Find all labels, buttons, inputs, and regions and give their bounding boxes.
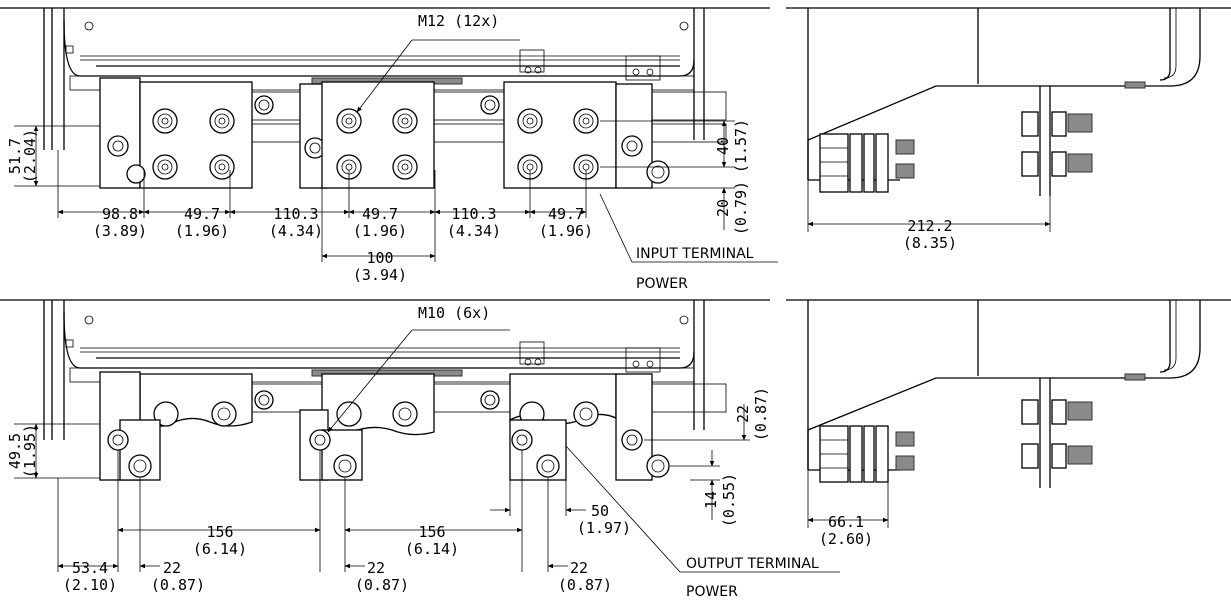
input-terminal-side-view: 212.2 (8.35) [786, 7, 1231, 252]
dim-20: 20 [714, 199, 732, 217]
dim-49-7-a-in: (1.96) [175, 222, 229, 240]
dim-212-2: 212.2 [907, 217, 952, 235]
input-terminal-label: INPUT TERMINAL [636, 246, 754, 262]
dim-100-in: (3.94) [353, 266, 407, 284]
bolt [152, 108, 178, 134]
dim-49-7-a: 49.7 [184, 205, 220, 223]
dim-40-in: (1.57) [732, 119, 750, 173]
input-power-label: POWER [636, 276, 688, 292]
dim-50-in: (1.97) [577, 519, 631, 537]
dim-14: 14 [702, 491, 720, 509]
bolt [152, 154, 178, 180]
output-terminal-front-view: M10 (6x) 49.5 (1.95) 22 (0.87) 14 (0.55)… [0, 299, 840, 600]
m12-callout: M12 (12x) [418, 12, 499, 30]
dim-53-4: 53.4 [72, 559, 108, 577]
dim-100: 100 [366, 249, 393, 267]
dim-49-7-b: 49.7 [362, 205, 398, 223]
bolt [392, 108, 418, 134]
dim-50: 50 [591, 502, 609, 520]
dim-49-5: 49.5 [6, 433, 24, 469]
m10-callout: M10 (6x) [418, 304, 490, 322]
dim-49-7-c-in: (1.96) [539, 222, 593, 240]
input-terminal-front-view: M12 (12x) 51.7 (2.04) 40 (1.57) 20 (0.79… [0, 7, 778, 292]
dim-156-b-in: (6.14) [405, 540, 459, 558]
bolt [209, 154, 235, 180]
dim-22-a: 22 [163, 559, 181, 577]
bolt [209, 108, 235, 134]
dim-110-3-b: 110.3 [451, 205, 496, 223]
dim-212-2-in: (8.35) [903, 234, 957, 252]
dim-22-right: 22 [734, 405, 752, 423]
dim-49-7-b-in: (1.96) [353, 222, 407, 240]
dim-66-1-in: (2.60) [819, 530, 873, 548]
dim-98-8: 98.8 [102, 205, 138, 223]
dim-51-7: 51.7 [6, 138, 24, 174]
dim-156-a-in: (6.14) [193, 540, 247, 558]
dim-22-c-in: (0.87) [558, 576, 612, 594]
dim-49-5-in: (1.95) [21, 424, 39, 478]
bolt [392, 154, 418, 180]
dim-156-b: 156 [418, 523, 445, 541]
bolt [336, 108, 362, 134]
output-terminal-label: OUTPUT TERMINAL [686, 556, 819, 572]
dim-110-3-b-in: (4.34) [447, 222, 501, 240]
dim-110-3-a-in: (4.34) [269, 222, 323, 240]
dim-22-a-in: (0.87) [151, 576, 205, 594]
dim-156-a: 156 [206, 523, 233, 541]
dim-66-1: 66.1 [828, 513, 864, 531]
dim-53-4-in: (2.10) [63, 576, 117, 594]
bolt [517, 108, 543, 134]
dim-51-7-in: (2.04) [21, 129, 39, 183]
dim-22-b: 22 [367, 559, 385, 577]
output-terminal-side-view: 66.1 (2.60) [786, 299, 1231, 548]
output-power-label: POWER [686, 584, 738, 600]
dim-98-8-in: (3.89) [93, 222, 147, 240]
dim-22-c: 22 [570, 559, 588, 577]
dim-40: 40 [714, 137, 732, 155]
dim-22-b-in: (0.87) [355, 576, 409, 594]
dim-22-right-in: (0.87) [752, 387, 770, 441]
dim-49-7-c: 49.7 [548, 205, 584, 223]
dim-14-in: (0.55) [720, 473, 738, 527]
dim-110-3-a: 110.3 [273, 205, 318, 223]
bolt [573, 108, 599, 134]
dim-20-in: (0.79) [732, 181, 750, 235]
